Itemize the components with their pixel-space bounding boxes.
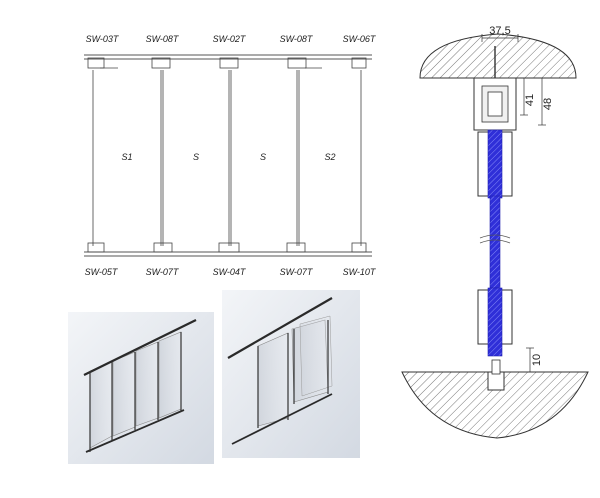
glass-pane [489, 195, 501, 289]
panel-label-1: S1 [121, 152, 132, 162]
top-hardware [87, 57, 367, 69]
render-bottom-rail [231, 393, 333, 445]
plan-view: SW-03T SW-08T SW-02T SW-08T SW-06T SW-05… [84, 34, 377, 277]
render-top-rail [83, 319, 197, 376]
dim-width-label: 37,5 [489, 25, 510, 37]
render-bottom-rail [85, 409, 185, 453]
dim-inner-height-label: 41 [524, 94, 536, 106]
bottom-label-5: SW-10T [343, 267, 377, 277]
top-label-3: SW-02T [213, 34, 247, 44]
floor-profile [401, 371, 589, 439]
top-label-2: SW-08T [146, 34, 180, 44]
bottom-label-1: SW-05T [85, 267, 119, 277]
bottom-label-4: SW-07T [280, 267, 314, 277]
panel-label-3: S [260, 152, 266, 162]
break-line [479, 234, 511, 239]
cross-section: 37,5 41 48 10 [401, 25, 589, 439]
dim-gap-label: 10 [531, 354, 543, 366]
floor-guide [487, 371, 505, 391]
top-label-5: SW-06T [343, 34, 377, 44]
panel-label-4: S2 [324, 152, 335, 162]
top-label-4: SW-08T [280, 34, 314, 44]
bottom-hardware [87, 242, 367, 253]
panel-edges [92, 70, 362, 246]
render-top-rail [227, 297, 333, 359]
top-profile [419, 33, 577, 79]
bottom-label-2: SW-07T [146, 267, 180, 277]
panel-label-2: S [193, 152, 199, 162]
top-label-1: SW-03T [86, 34, 120, 44]
render-open-panels [222, 290, 360, 458]
render-background [222, 290, 360, 458]
dim-outer-height-label: 48 [542, 98, 554, 110]
bottom-label-3: SW-04T [213, 267, 247, 277]
render-closed-panels [68, 312, 214, 464]
